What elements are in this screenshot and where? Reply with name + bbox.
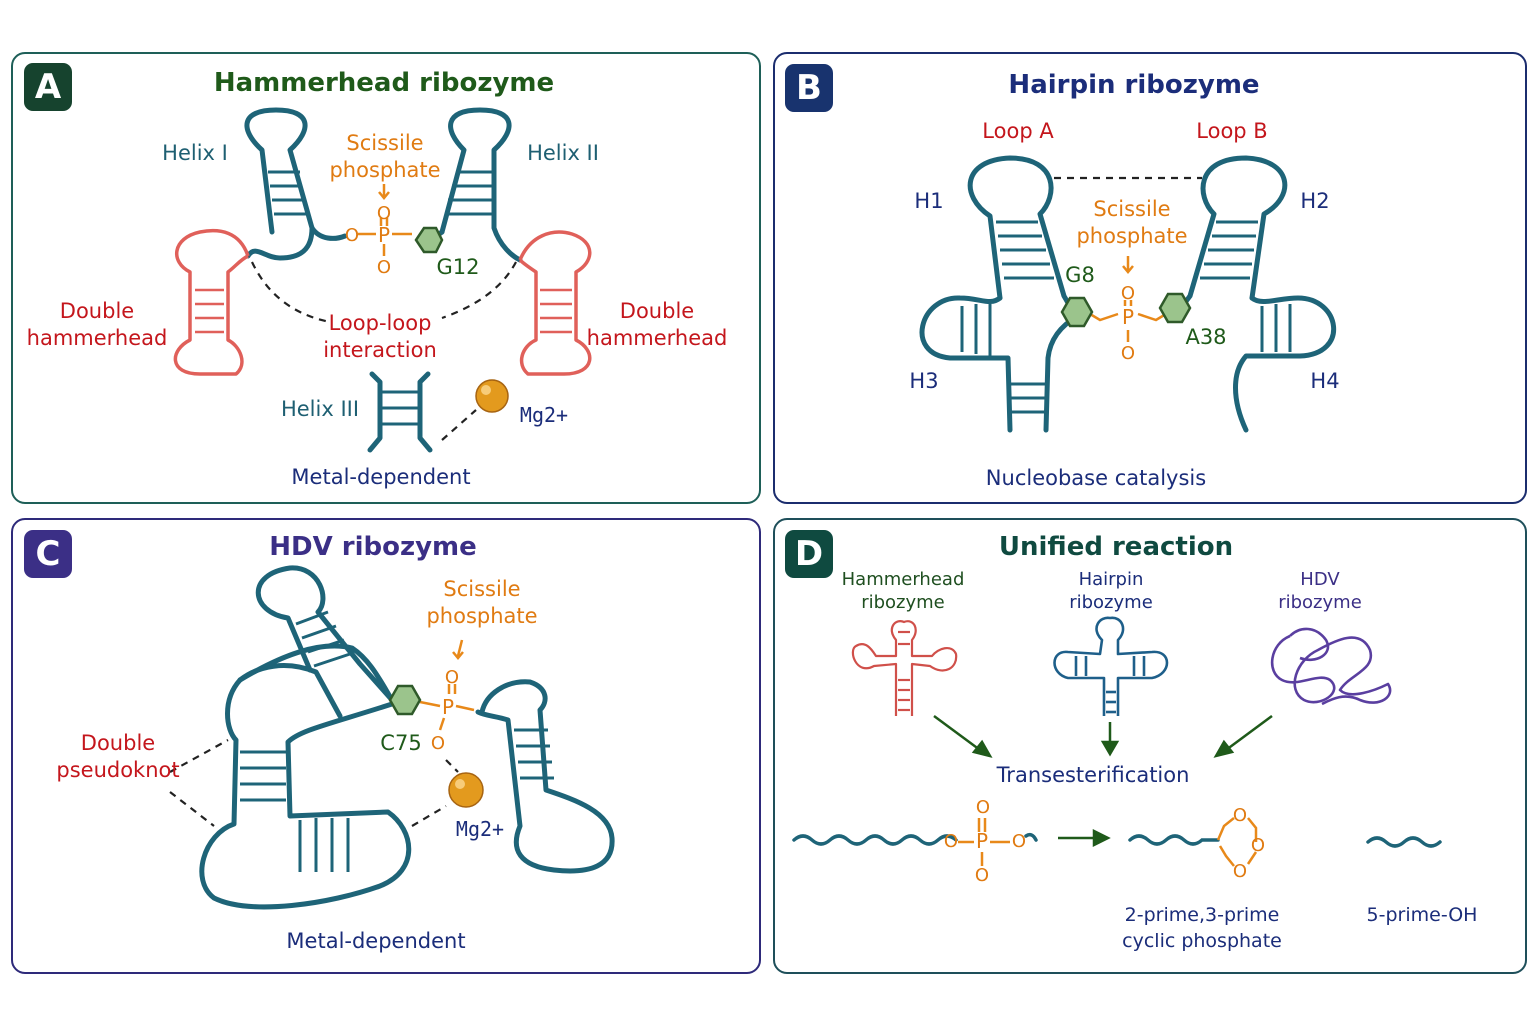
phosphate-mg-dashes — [445, 759, 459, 773]
pseudoknot-dashes-top — [169, 739, 229, 773]
cyc-o-right: O — [1250, 835, 1266, 856]
panel-badge-c: C — [24, 530, 72, 578]
sub-p: P — [975, 829, 989, 853]
product-strand-1 — [1128, 834, 1220, 846]
pseudoknot-dashes-bottom — [169, 791, 215, 827]
helix-3-strand — [367, 371, 383, 453]
h3-label: H3 — [909, 369, 939, 393]
g12-nucleotide-icon — [414, 226, 444, 254]
cyclic-phosphate-ring — [1216, 817, 1258, 867]
panel-title-a: Hammerhead ribozyme — [213, 68, 555, 98]
cyc-o-bottom: O — [1232, 861, 1248, 882]
loop-loop-dashes-left — [251, 261, 331, 324]
mg-label-c: Mg2+ — [455, 817, 505, 841]
mini-hairpin-icon — [1053, 616, 1169, 716]
phosphate-o-left-a: O — [344, 225, 360, 246]
product-strand-2 — [1366, 836, 1442, 848]
helix-1-backbone — [309, 225, 348, 241]
phosphate-p-a: P — [377, 223, 391, 247]
transesterification-label: Transesterification — [996, 763, 1190, 787]
phosphate-p-b: P — [1121, 305, 1135, 329]
helix-3-label: Helix III — [280, 397, 360, 421]
sub-o-top: O — [975, 797, 991, 818]
phosphate-o-top-b: O — [1120, 283, 1136, 304]
panel-badge-d: D — [785, 530, 833, 578]
a38-label: A38 — [1185, 325, 1227, 349]
sub-o-left: O — [943, 831, 959, 852]
h4-label: H4 — [1310, 369, 1340, 393]
sub-o-bottom: O — [974, 865, 990, 886]
helix-2-label: Helix II — [527, 141, 599, 165]
phosphate-p-c: P — [441, 695, 455, 719]
panel-hairpin — [773, 52, 1527, 504]
sub-o-right: O — [1011, 831, 1027, 852]
panel-unified — [773, 518, 1527, 974]
phosphate-o-bottom-a: O — [376, 257, 392, 278]
panel-badge-a: A — [24, 63, 72, 111]
cyc-o-top: O — [1232, 805, 1248, 826]
mechanism-label-a: Metal-dependent — [291, 465, 471, 489]
loop-a-label: Loop A — [982, 119, 1054, 143]
mechanism-label-c: Metal-dependent — [286, 929, 466, 953]
helix-1-label: Helix I — [162, 141, 228, 165]
panel-badge-b: B — [785, 64, 833, 112]
h1-label: H1 — [914, 189, 944, 213]
panel-hammerhead — [11, 52, 761, 504]
substrate-strand — [792, 834, 958, 846]
phosphate-o-top-a: O — [376, 203, 392, 224]
five-prime-oh-label: 5-prime-OH — [1366, 904, 1478, 926]
mini-hammerhead-icon — [851, 620, 958, 716]
a38-nucleotide-icon — [1158, 292, 1192, 324]
mg-dashes-c — [411, 805, 447, 827]
g12-label: G12 — [436, 255, 480, 279]
helix-3-strand-2 — [417, 371, 433, 453]
mini-hdv-icon — [1270, 627, 1392, 706]
phosphate-o-bottom-c: O — [430, 733, 446, 754]
c75-nucleotide-icon — [388, 684, 422, 716]
panel-title-d: Unified reaction — [998, 532, 1234, 562]
loop-b-label: Loop B — [1196, 119, 1268, 143]
h2-label: H2 — [1300, 189, 1330, 213]
phosphate-o-top-c: O — [444, 667, 460, 688]
panel-hdv — [11, 518, 761, 974]
mg-label-a: Mg2+ — [519, 403, 569, 427]
panel-title-c: HDV ribozyme — [269, 532, 477, 562]
panel-title-b: Hairpin ribozyme — [1008, 70, 1260, 100]
mechanism-label-b: Nucleobase catalysis — [985, 466, 1207, 490]
g8-nucleotide-icon — [1060, 296, 1094, 328]
substrate-strand-3 — [1024, 832, 1038, 842]
phosphate-o-bottom-b: O — [1120, 343, 1136, 364]
c75-label: C75 — [380, 731, 422, 755]
double-hammerhead-right — [518, 230, 592, 376]
helix-1-strand — [244, 107, 315, 261]
g8-label: G8 — [1065, 263, 1095, 287]
double-hammerhead-left — [173, 228, 250, 376]
helix-2-strand — [439, 107, 523, 263]
